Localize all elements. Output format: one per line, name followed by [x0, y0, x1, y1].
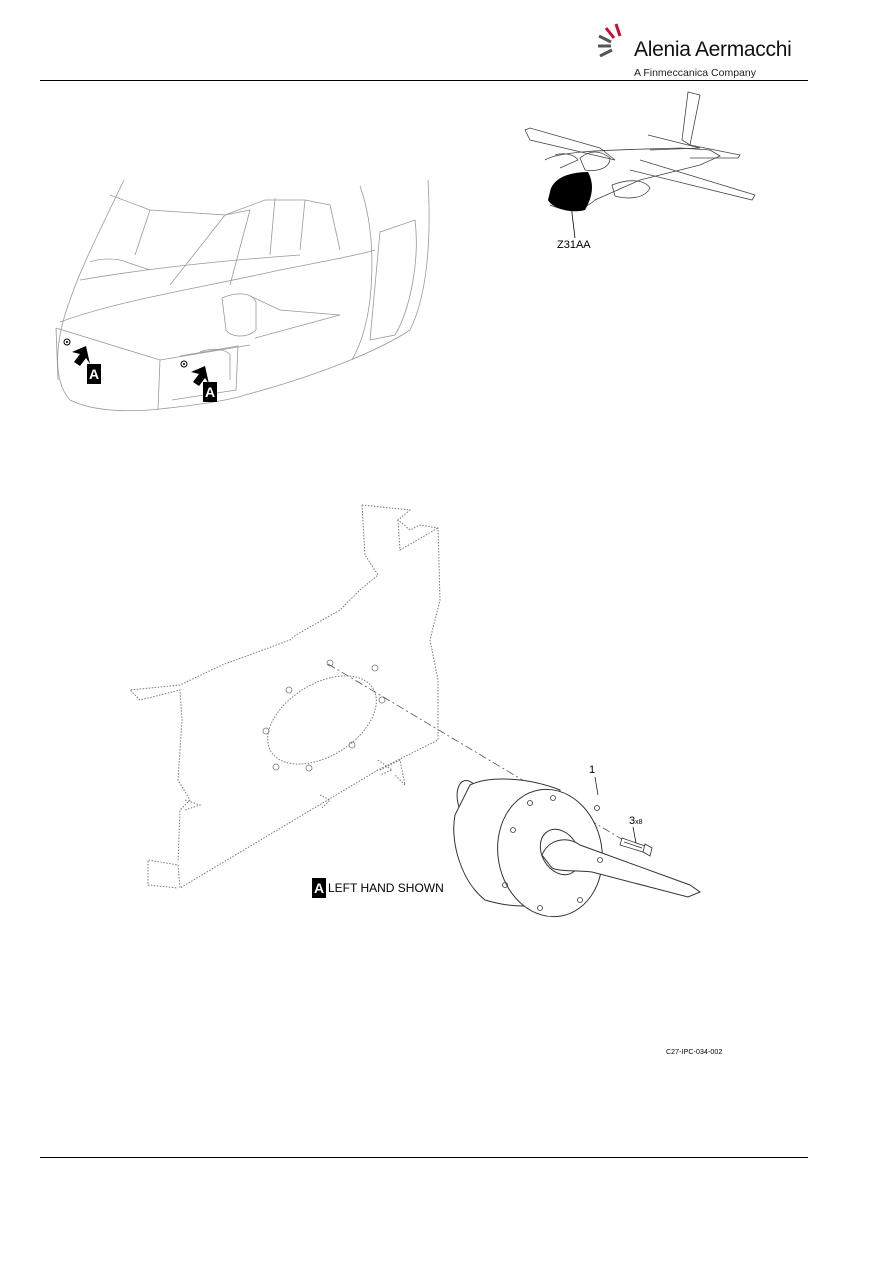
handle-assembly-drawing — [453, 778, 702, 918]
item3-leader-line — [632, 826, 637, 844]
header-rule — [40, 80, 808, 81]
bulkhead-panel-drawing — [128, 504, 441, 889]
nose-zone-highlight — [548, 172, 592, 212]
zone-callout: Z31AA — [557, 239, 591, 251]
figure-reference: C27-IPC-034-002 — [666, 1049, 723, 1056]
view-a-label-left: A — [87, 364, 101, 384]
brand-name: Alenia Aermacchi — [634, 38, 792, 61]
flange-holes — [502, 795, 603, 911]
company-logo — [596, 22, 796, 84]
view-a-arrows — [63, 338, 209, 386]
item-3-number: 3 — [629, 815, 636, 827]
logo-swoosh-icon — [598, 23, 622, 58]
brand-tagline: A Finmeccanica Company — [634, 67, 756, 79]
installation-center-line — [327, 663, 641, 851]
item1-leader-line — [594, 776, 599, 796]
nose-section-drawing — [55, 179, 430, 412]
item-3-quantity: x8 — [635, 819, 643, 826]
view-note-letter: A — [312, 878, 326, 898]
item-3-callout: 3x8 — [629, 815, 643, 827]
view-a-label-right: A — [203, 382, 217, 402]
item-1-callout: 1 — [589, 764, 596, 776]
screw-drawing — [619, 837, 653, 857]
bulkhead-holes — [262, 659, 386, 772]
footer-rule — [40, 1157, 808, 1158]
view-note: A LEFT HAND SHOWN — [312, 878, 444, 898]
view-note-text: LEFT HAND SHOWN — [328, 881, 444, 895]
zone-leader-line — [570, 204, 576, 239]
